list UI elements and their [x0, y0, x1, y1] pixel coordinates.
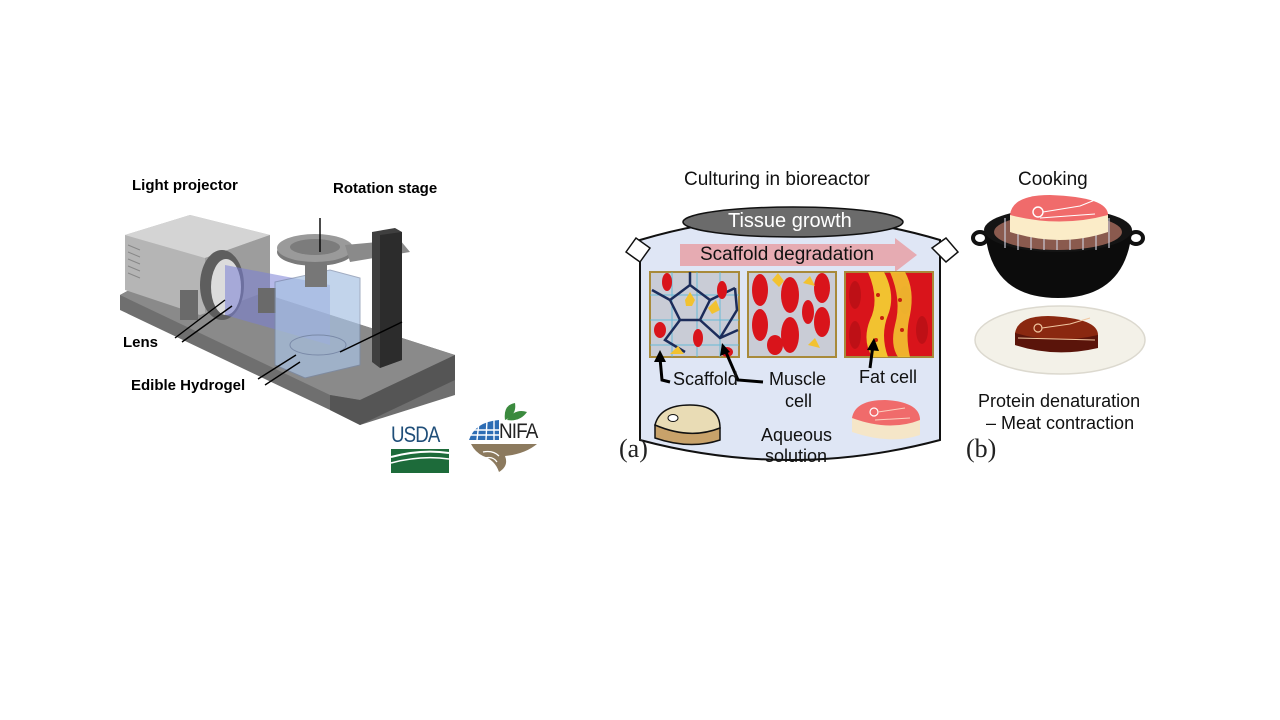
nifa-globe-leaf-icon	[469, 403, 537, 472]
bioreactor-handle-left	[624, 236, 652, 264]
label-scaffold: Scaffold	[673, 369, 738, 389]
label-aqueous-2: solution	[765, 446, 828, 466]
micro-panel-scaffold	[649, 271, 740, 358]
panel-a-title: Culturing in bioreactor	[684, 169, 870, 190]
panel-b-letter: (b)	[966, 434, 997, 463]
scaffold-steak-icon	[654, 404, 721, 446]
scaffold-degradation-label: Scaffold degradation	[700, 244, 874, 265]
caption-meat-contraction: – Meat contraction	[986, 413, 1135, 433]
label-edible-hydrogel: Edible Hydrogel	[131, 377, 246, 394]
micro-panel-muscle	[747, 271, 837, 358]
usda-field-icon	[390, 449, 450, 473]
bioreactor-handle-right	[930, 236, 960, 264]
scaffold-degradation-arrow	[680, 238, 917, 272]
caption-protein-denaturation: Protein denaturation	[978, 391, 1141, 411]
micro-panel-fat	[844, 271, 934, 358]
tissue-growth-badge	[682, 206, 904, 238]
raw-steak-icon	[1010, 195, 1108, 240]
tissue-growth-label: Tissue growth	[728, 210, 852, 232]
panel-a-letter: (a)	[619, 434, 648, 463]
label-lens: Lens	[123, 334, 159, 351]
label-light-projector: Light projector	[132, 177, 238, 194]
usda-logo: USDA	[390, 422, 451, 473]
cooked-steak-icon	[1015, 316, 1098, 353]
label-fat-cell: Fat cell	[859, 367, 918, 387]
label-muscle-cell-1: Muscle	[769, 369, 827, 389]
cultured-steak-icon	[852, 400, 920, 440]
usda-logo-text: USDA	[391, 422, 440, 447]
label-rotation-stage: Rotation stage	[333, 180, 438, 197]
panel-b-title: Cooking	[1018, 169, 1088, 190]
nifa-logo-text: NIFA	[499, 420, 538, 443]
label-muscle-cell-2: cell	[785, 391, 813, 411]
label-aqueous-1: Aqueous	[761, 425, 833, 445]
nifa-logo: NIFA	[465, 400, 545, 475]
